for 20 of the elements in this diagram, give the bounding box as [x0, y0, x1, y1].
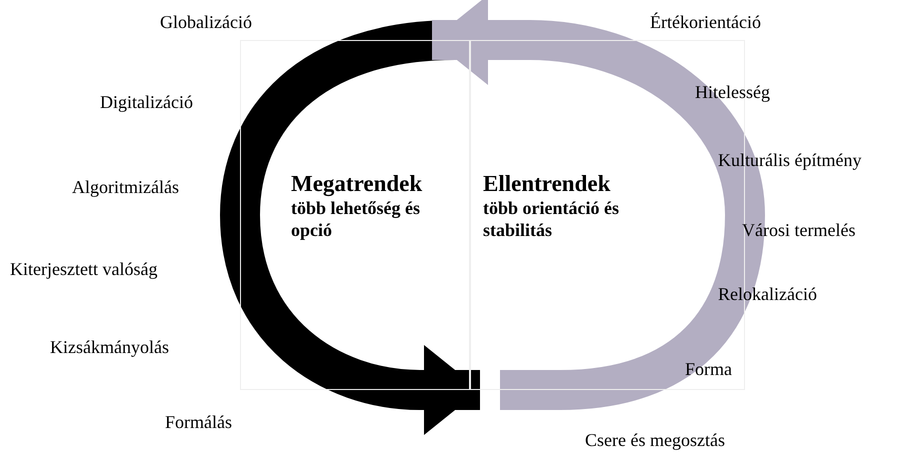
trend-label: Kulturális építmény [718, 150, 862, 171]
trend-label: Kiterjesztett valóság [10, 259, 158, 280]
node-heading: Ellentrendek [483, 171, 610, 197]
trend-label: Algoritmizálás [72, 177, 179, 198]
trend-label: Csere és megosztás [585, 430, 725, 451]
trend-label: Értékorientáció [650, 12, 761, 33]
trend-label: Kizsákmányolás [50, 337, 169, 358]
trend-label: Relokalizáció [718, 284, 817, 305]
node-heading: Megatrendek [291, 171, 422, 197]
cycle-arrow [220, 20, 480, 435]
trend-label: Hitelesség [695, 82, 770, 103]
trend-label: Formálás [165, 412, 232, 433]
node-subtitle: több orientáció és stabilitás [483, 197, 620, 241]
node-subtitle: több lehetőség és opció [291, 197, 421, 241]
trend-label: Városi termelés [742, 220, 856, 241]
trend-label: Digitalizáció [100, 92, 193, 113]
trend-label: Forma [685, 359, 732, 380]
node-box [240, 40, 470, 390]
cycle-arrow [432, 0, 765, 410]
trend-label: Globalizáció [160, 12, 252, 33]
